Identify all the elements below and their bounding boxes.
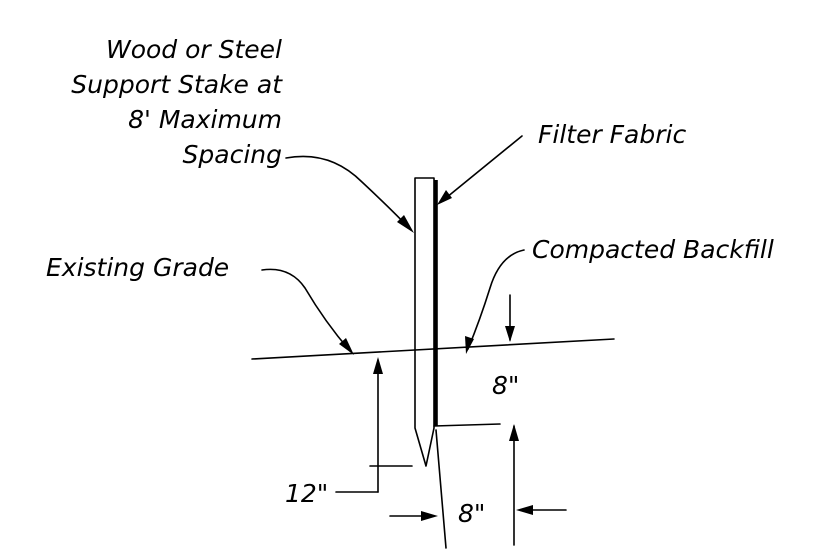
dim-fabric-depth: 8" xyxy=(492,294,519,546)
stake-leader xyxy=(285,155,414,233)
existing-grade-line xyxy=(251,338,615,360)
stake-label-line-4: Spacing xyxy=(183,140,282,169)
existing-grade-label: Existing Grade xyxy=(46,253,229,282)
support-stake xyxy=(414,177,435,467)
filter-fabric xyxy=(433,180,501,427)
dim-fabric-depth-label: 8" xyxy=(492,371,519,400)
existing-grade-leader xyxy=(261,268,354,355)
stake-label-line-2: Support Stake at xyxy=(71,70,283,99)
dim-trench-width-label: 8" xyxy=(458,499,485,528)
stake-label-line-3: 8' Maximum xyxy=(128,105,282,134)
stake-label: Wood or Steel Support Stake at 8' Maximu… xyxy=(71,35,283,169)
filter-fabric-leader xyxy=(437,135,523,205)
stake-label-line-1: Wood or Steel xyxy=(106,35,282,64)
compacted-backfill-label: Compacted Backfill xyxy=(532,235,774,264)
filter-fabric-label: Filter Fabric xyxy=(538,120,686,149)
dim-stake-depth-label: 12" xyxy=(285,479,328,508)
compacted-backfill-leader xyxy=(465,249,525,354)
dim-trench-width: 8" xyxy=(389,429,567,549)
dim-stake-depth: 12" xyxy=(285,357,413,508)
